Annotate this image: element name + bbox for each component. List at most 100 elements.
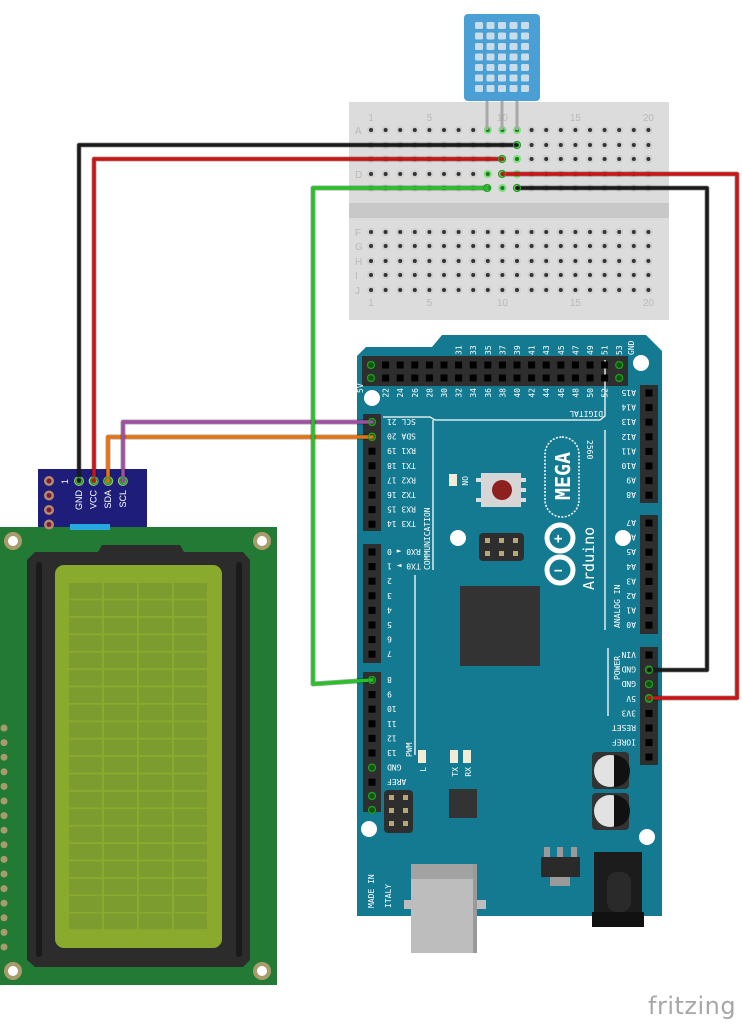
wire-endpoint[interactable]	[74, 476, 84, 486]
header-pin[interactable]	[557, 361, 565, 369]
header-pin[interactable]	[645, 739, 653, 747]
header-pin[interactable]	[645, 724, 653, 732]
reset-button[interactable]	[476, 473, 526, 507]
header-pin[interactable]	[368, 491, 376, 499]
header-pin[interactable]	[368, 764, 376, 772]
header-pin[interactable]	[645, 577, 653, 585]
wire-endpoint[interactable]	[512, 183, 522, 193]
wire-endpoint[interactable]	[497, 154, 507, 164]
header-pin[interactable]	[645, 404, 653, 412]
header-pin[interactable]	[645, 563, 653, 571]
wire-endpoint[interactable]	[367, 417, 377, 427]
header-pin[interactable]	[368, 778, 376, 786]
header-pin[interactable]	[484, 374, 492, 382]
header-pin[interactable]	[367, 361, 375, 369]
header-pin[interactable]	[645, 534, 653, 542]
wire-endpoint[interactable]	[367, 432, 377, 442]
header-pin[interactable]	[586, 361, 594, 369]
power-jack[interactable]	[592, 852, 644, 927]
header-pin[interactable]	[586, 374, 594, 382]
wire-dht-data[interactable]	[311, 186, 489, 686]
header-pin[interactable]	[368, 636, 376, 644]
header-pin[interactable]	[645, 548, 653, 556]
wire-gnd-lcd[interactable]	[77, 143, 519, 483]
header-pin[interactable]	[382, 361, 390, 369]
header-pin[interactable]	[455, 374, 463, 382]
wire-endpoint[interactable]	[482, 183, 492, 193]
header-pin[interactable]	[469, 374, 477, 382]
header-pin[interactable]	[425, 361, 433, 369]
header-pin[interactable]	[601, 361, 609, 369]
wire-endpoint[interactable]	[497, 169, 507, 179]
header-pin[interactable]	[645, 709, 653, 717]
header-pin[interactable]	[645, 607, 653, 615]
header-pin[interactable]	[528, 361, 536, 369]
header-pin[interactable]	[396, 374, 404, 382]
header-pin[interactable]	[645, 621, 653, 629]
header-pin[interactable]	[396, 361, 404, 369]
header-pin[interactable]	[498, 374, 506, 382]
header-pin[interactable]	[645, 651, 653, 659]
header-pin[interactable]	[484, 361, 492, 369]
header-pin[interactable]	[557, 374, 565, 382]
header-pin[interactable]	[645, 680, 653, 688]
wire-endpoint[interactable]	[103, 476, 113, 486]
header-pin[interactable]	[542, 361, 550, 369]
header-pin[interactable]	[368, 506, 376, 514]
header-pin[interactable]	[615, 374, 623, 382]
header-pin[interactable]	[645, 592, 653, 600]
header-pin[interactable]	[368, 792, 376, 800]
header-pin[interactable]	[368, 806, 376, 814]
header-pin[interactable]	[615, 361, 623, 369]
header-pin[interactable]	[368, 577, 376, 585]
header-pin[interactable]	[645, 389, 653, 397]
header-pin[interactable]	[368, 548, 376, 556]
header-pin[interactable]	[498, 361, 506, 369]
usb-port[interactable]	[404, 864, 486, 953]
header-pin[interactable]	[368, 563, 376, 571]
header-pin[interactable]	[645, 491, 653, 499]
header-pin[interactable]	[368, 720, 376, 728]
header-pin[interactable]	[368, 462, 376, 470]
header-pin[interactable]	[645, 418, 653, 426]
header-pin[interactable]	[455, 361, 463, 369]
header-pin[interactable]	[528, 374, 536, 382]
header-pin[interactable]	[411, 374, 419, 382]
header-pin[interactable]	[368, 691, 376, 699]
wire-gnd[interactable]	[515, 186, 709, 672]
header-pin[interactable]	[368, 749, 376, 757]
header-pin[interactable]	[368, 705, 376, 713]
header-pin[interactable]	[368, 447, 376, 455]
wire-endpoint[interactable]	[512, 140, 522, 150]
header-pin[interactable]	[645, 433, 653, 441]
header-pin[interactable]	[645, 753, 653, 761]
header-pin[interactable]	[368, 592, 376, 600]
header-pin[interactable]	[513, 374, 521, 382]
wire-endpoint[interactable]	[644, 693, 654, 703]
wire-scl[interactable]	[121, 420, 374, 483]
header-pin[interactable]	[645, 519, 653, 527]
header-pin[interactable]	[425, 374, 433, 382]
header-pin[interactable]	[513, 361, 521, 369]
header-pin[interactable]	[469, 361, 477, 369]
header-pin[interactable]	[542, 374, 550, 382]
header-pin[interactable]	[368, 734, 376, 742]
wire-endpoint[interactable]	[644, 665, 654, 675]
header-pin[interactable]	[382, 374, 390, 382]
header-pin[interactable]	[368, 621, 376, 629]
wire-endpoint[interactable]	[118, 476, 128, 486]
header-pin[interactable]	[368, 520, 376, 528]
wire-sda[interactable]	[106, 435, 374, 483]
header-pin[interactable]	[645, 462, 653, 470]
header-pin[interactable]	[645, 447, 653, 455]
wire-endpoint[interactable]	[89, 476, 99, 486]
header-pin[interactable]	[440, 361, 448, 369]
header-pin[interactable]	[368, 650, 376, 658]
header-pin[interactable]	[367, 374, 375, 382]
header-pin[interactable]	[411, 361, 419, 369]
header-pin[interactable]	[368, 476, 376, 484]
header-pin[interactable]	[440, 374, 448, 382]
header-pin[interactable]	[601, 374, 609, 382]
wire-5v[interactable]	[500, 172, 739, 700]
wire-vcc-lcd[interactable]	[92, 157, 504, 483]
